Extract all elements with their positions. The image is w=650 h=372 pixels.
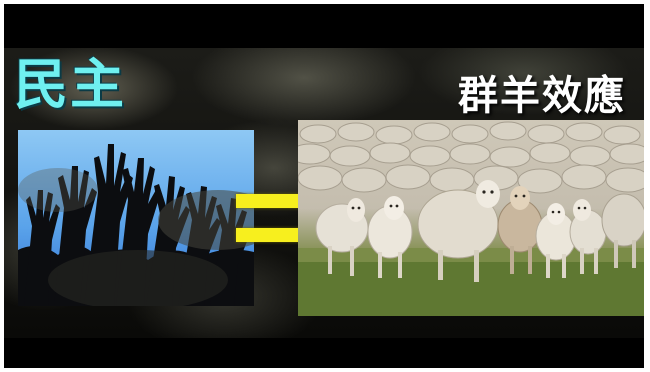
equals-bar-top <box>236 194 310 208</box>
title-democracy: 民主 <box>14 53 126 116</box>
sheep-flock-image <box>298 120 644 316</box>
raised-hands-image <box>18 130 254 306</box>
hands-silhouette-icon <box>18 144 254 306</box>
sheep-flock-icon <box>298 121 644 316</box>
equals-sign <box>236 194 310 244</box>
slide: 民主 群羊效應 <box>4 4 644 368</box>
equals-bar-bottom <box>236 228 310 242</box>
title-herd-effect: 群羊效應 <box>458 73 626 119</box>
